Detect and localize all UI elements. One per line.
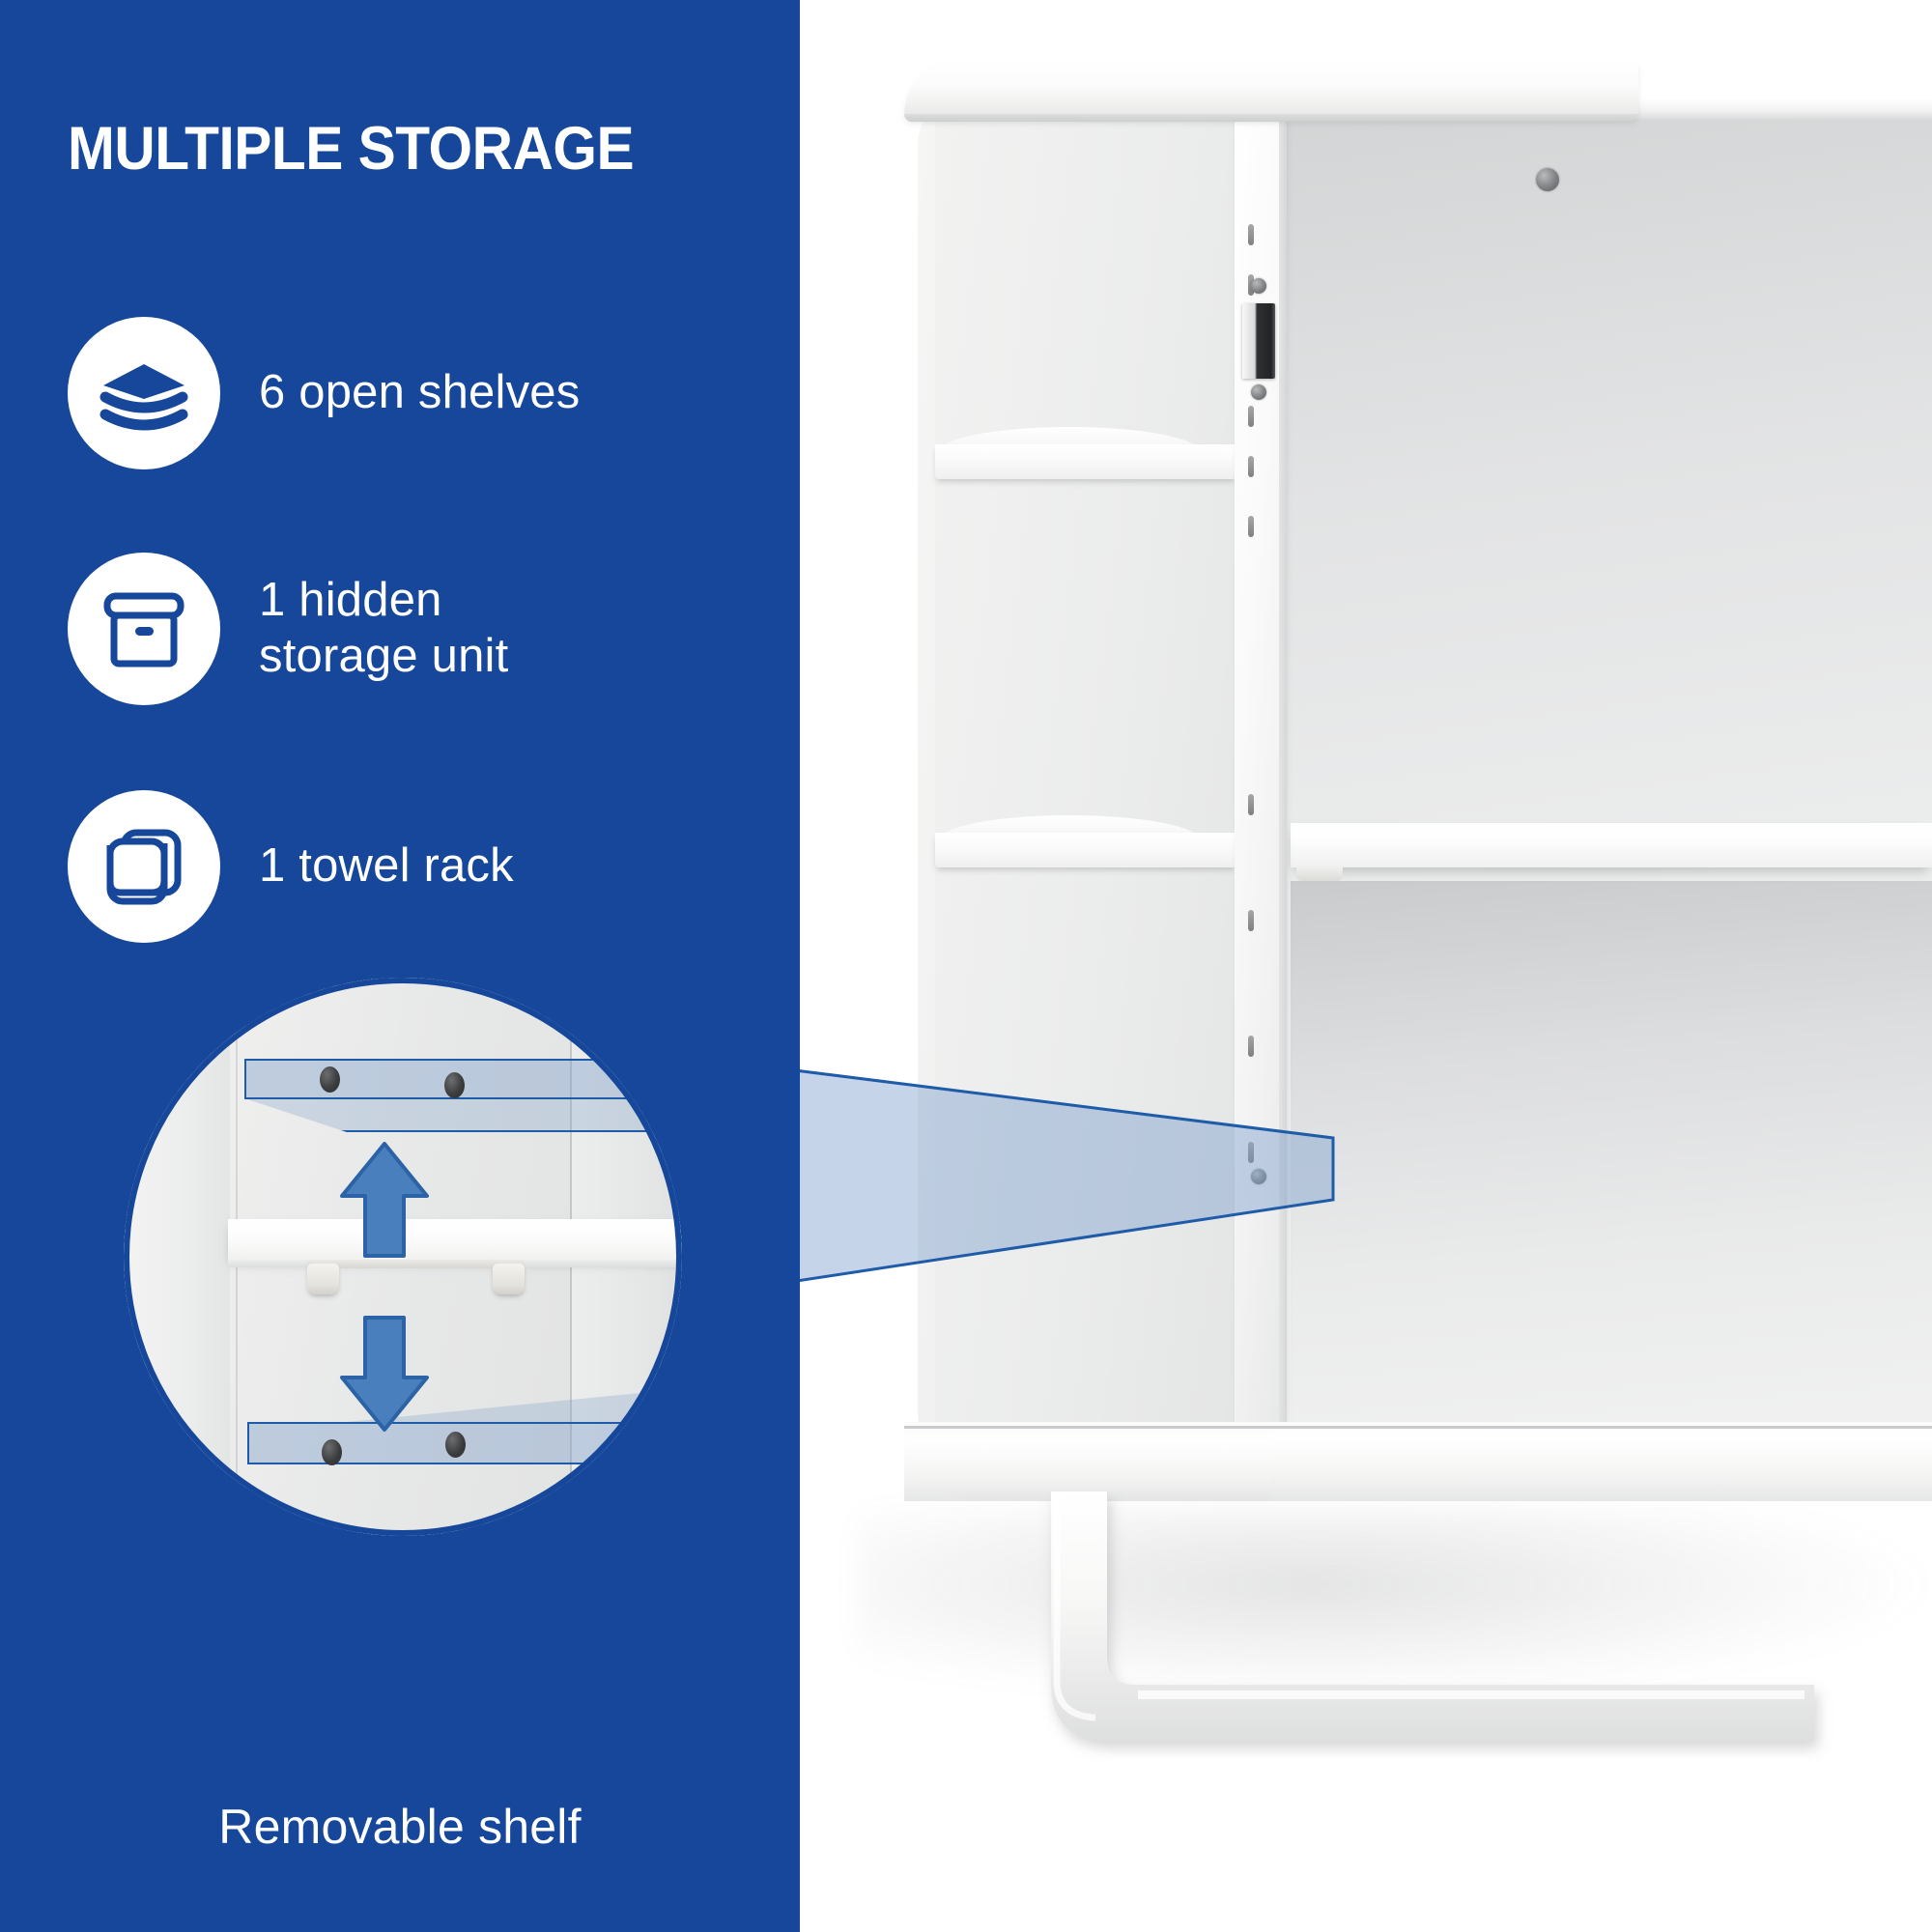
cabinet-top-lip [904, 114, 1638, 122]
door-hinge-plate [1242, 303, 1275, 379]
back-panel-screw [1536, 168, 1559, 191]
peg-hole [1248, 456, 1254, 477]
storage-box-icon [68, 553, 220, 705]
vertical-divider-panel [1235, 93, 1285, 1464]
left-shelf-board-upper [935, 444, 1236, 479]
feature-label-towel-rack: 1 towel rack [259, 839, 514, 893]
towel-rack-bar [1051, 1492, 1814, 1741]
peg-hole [1248, 1036, 1254, 1057]
peg-hole-dot [320, 1066, 340, 1093]
left-open-shelf-column [918, 85, 1236, 1474]
feature-label-hidden-storage: 1 hidden storage unit [259, 574, 509, 682]
peg-hole [1248, 1142, 1254, 1163]
removable-shelf-magnifier [124, 978, 682, 1536]
peg-hole [1248, 406, 1254, 427]
adjustable-interior-shelf [1291, 823, 1932, 867]
cabinet-top-cap [904, 60, 1638, 120]
move-up-arrow [340, 1142, 429, 1258]
peg-hole [1248, 910, 1254, 931]
cabinet-body [904, 60, 1932, 1741]
hinge-screw-lower [1251, 384, 1266, 400]
move-down-arrow [340, 1316, 429, 1432]
divider-front-edge [1279, 93, 1287, 1464]
page-title: MULTIPLE STORAGE [68, 115, 635, 183]
peg-hole [1248, 794, 1254, 815]
peg-hole [1248, 224, 1254, 245]
lower-divider-screw [1251, 1169, 1266, 1184]
peg-hole-dot [322, 1439, 342, 1465]
peg-hole-dot [445, 1432, 466, 1458]
magnified-side-wall [124, 978, 238, 1536]
feature-row-towel-rack: 1 towel rack [68, 790, 514, 943]
magnifier-photo [124, 978, 682, 1536]
feature-row-open-shelves: 6 open shelves [68, 317, 580, 469]
feature-label-open-shelves: 6 open shelves [259, 366, 581, 419]
peg-hole-dot [444, 1072, 465, 1098]
feature-row-hidden-storage: 1 hidden storage unit [68, 553, 508, 705]
shelf-support-peg [1296, 866, 1343, 881]
left-column-back [935, 85, 1236, 1474]
folded-towels-icon [68, 790, 220, 943]
cavity-lower-section [1291, 881, 1932, 1461]
hinge-screw-upper [1251, 278, 1266, 294]
cabinet-bottom-rounded-corner [904, 1422, 1271, 1501]
magnified-shelf-underside [307, 1260, 525, 1268]
magnified-support-peg [307, 1264, 339, 1294]
left-shelf-board-lower [935, 833, 1236, 867]
stacked-layers-icon [68, 317, 220, 469]
magnified-support-peg [493, 1264, 525, 1294]
peg-hole [1248, 516, 1254, 537]
magnifier-caption: Removable shelf [218, 1800, 582, 1854]
left-info-panel: MULTIPLE STORAGE 6 open shelves [0, 0, 800, 1932]
product-drop-shadow [858, 1507, 1932, 1700]
product-photo [800, 0, 1932, 1932]
magnified-removable-shelf [228, 1219, 682, 1262]
cabinet-bottom-seam [904, 1426, 1932, 1429]
